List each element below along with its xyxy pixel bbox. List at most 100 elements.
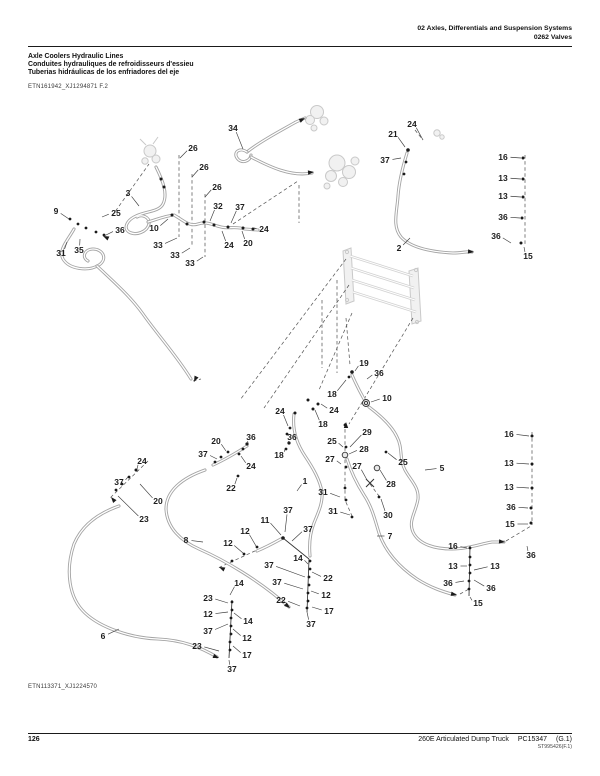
callout-leader [304, 560, 309, 565]
callout-leader [370, 398, 380, 403]
callout-13: 13 [498, 173, 508, 183]
callout-36: 36 [526, 550, 536, 560]
callout-leader [348, 450, 358, 455]
figure-ref-bottom: ETN113371_XJ1224570 [28, 684, 98, 690]
callout-14: 14 [243, 616, 253, 626]
callout-24: 24 [137, 456, 147, 466]
callout-25: 25 [398, 457, 408, 467]
callout-33: 33 [153, 240, 163, 250]
callout-leader [296, 484, 302, 492]
callout-12: 12 [240, 526, 250, 536]
callout-36: 36 [287, 432, 297, 442]
callout-leader [241, 230, 245, 240]
callout-leader [270, 522, 282, 536]
callout-31: 31 [318, 487, 328, 497]
callout-13: 13 [448, 561, 458, 571]
callout-17: 17 [242, 650, 252, 660]
callout-leader [526, 545, 529, 551]
callout-22: 22 [276, 595, 286, 605]
callout-leader [516, 486, 530, 489]
callout-11: 11 [261, 515, 270, 525]
callout-25: 25 [327, 436, 337, 446]
callout-29: 29 [362, 427, 372, 437]
callout-20: 20 [211, 436, 221, 446]
callout-14: 14 [293, 553, 303, 563]
callout-33: 33 [185, 258, 195, 268]
callout-leader [311, 571, 322, 577]
callout-36: 36 [486, 583, 496, 593]
callout-37: 37 [264, 560, 274, 570]
callout-leader [424, 468, 437, 471]
callout-leader [283, 448, 286, 452]
callout-12: 12 [223, 538, 233, 548]
callout-24: 24 [259, 224, 269, 234]
callout-5: 5 [440, 463, 445, 473]
callout-26: 26 [199, 162, 209, 172]
callout-leader [518, 506, 529, 509]
figure-title-en: Axle Coolers Hydraulic Lines [28, 53, 124, 60]
callout-23: 23 [203, 593, 213, 603]
callout-12: 12 [321, 590, 331, 600]
callout-7: 7 [388, 531, 393, 541]
callout-13: 13 [490, 561, 500, 571]
callout-37: 37 [198, 449, 208, 459]
callout-leader [139, 483, 153, 499]
callout-leader [311, 606, 322, 611]
callout-leader [473, 566, 488, 571]
callout-leader [215, 611, 229, 614]
callout-leader [314, 409, 320, 421]
callout-9: 9 [54, 206, 59, 216]
callout-leader [288, 601, 301, 607]
callout-leader [160, 218, 169, 226]
callout-leader [387, 452, 397, 460]
callout-leader [232, 628, 241, 636]
callout-10: 10 [382, 393, 392, 403]
callout-leader [320, 403, 328, 409]
callout-leader [249, 534, 257, 547]
fitting-chains [228, 537, 471, 659]
callout-21: 21 [388, 129, 398, 139]
callout-16: 16 [504, 429, 514, 439]
callout-leader [338, 442, 344, 448]
callout-36: 36 [374, 368, 384, 378]
callout-37: 37 [235, 202, 245, 212]
callout-leader [221, 230, 226, 242]
callout-19: 19 [359, 358, 369, 368]
fitting-dots [68, 148, 534, 652]
callout-24: 24 [329, 405, 339, 415]
callout-27: 27 [325, 454, 335, 464]
callout-37: 37 [272, 577, 282, 587]
callout-leader [196, 256, 204, 262]
callout-leader [221, 443, 227, 452]
callout-36: 36 [443, 578, 453, 588]
callout-24: 24 [407, 119, 417, 129]
figure-ref-top: ETN161942_XJ1294871 F.2 [28, 84, 108, 90]
callout-leader [379, 469, 387, 481]
callout-leader [340, 511, 351, 516]
callout-8: 8 [184, 535, 189, 545]
callout-leader [240, 455, 246, 464]
callout-33: 33 [170, 250, 180, 260]
callout-20: 20 [243, 238, 253, 248]
footer-catalog: PC15347 [517, 736, 548, 743]
callout-leader [510, 216, 521, 219]
callout-37: 37 [283, 505, 293, 515]
construction-lines [109, 129, 533, 595]
callout-leader [473, 579, 485, 587]
callout-leader [366, 374, 373, 380]
callout-leader [284, 514, 288, 533]
callout-27: 27 [352, 461, 362, 471]
footer-rule [28, 733, 572, 735]
callout-leader [337, 379, 347, 392]
callout-22: 22 [226, 483, 236, 493]
callout-15: 15 [505, 519, 515, 529]
callout-leader [361, 469, 368, 481]
callout-leader [204, 646, 220, 652]
callout-leader [229, 586, 235, 596]
callout-leader [233, 612, 242, 620]
callout-leader [306, 611, 309, 620]
callout-leader [402, 237, 411, 246]
